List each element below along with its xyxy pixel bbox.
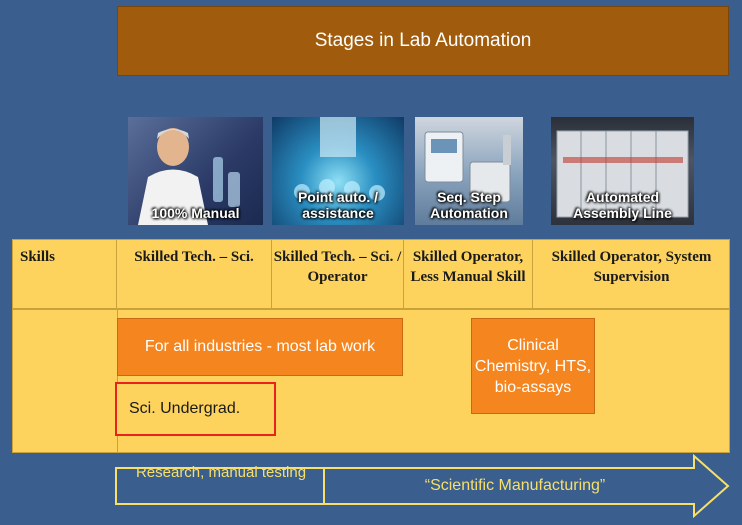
column-divider [117,310,118,452]
skills-cell: Skilled Operator, Less Manual Skill [404,240,533,308]
skills-row: Skills Skilled Tech. – Sci. Skilled Tech… [12,239,730,309]
page-title: Stages in Lab Automation [117,6,729,76]
progression-arrow [114,454,732,518]
pipette-tips-photo-icon [294,117,385,201]
instrument-photo-icon [424,131,511,203]
research-label: Research, manual testing [135,464,307,481]
stage-caption: Seq. Step Automation [430,189,508,221]
all-industries-box: For all industries - most lab work [117,318,403,376]
clinical-chemistry-box: Clinical Chemistry, HTS, bio-assays [471,318,595,414]
stage-caption: Automated Assembly Line [573,189,672,221]
skills-cell: Skilled Tech. – Sci. / Operator [272,240,404,308]
scientific-manufacturing-label: “Scientific Manufacturing” [424,477,606,494]
stage-caption: 100% Manual [151,205,240,221]
right-arrow-icon [115,454,730,518]
stage-image-point-auto: Point auto. / assistance [272,117,404,225]
skills-cell: Skilled Tech. – Sci. [117,240,272,308]
stage-image-manual: 100% Manual [128,117,263,225]
stage-image-assembly-line: Automated Assembly Line [551,117,694,225]
stage-caption: Point auto. / assistance [297,189,379,221]
assembly-line-photo-icon [556,130,689,218]
undergrad-box: Sci. Undergrad. [115,382,276,436]
skills-cell: Skilled Operator, System Supervision [551,249,712,285]
scientist-photo-icon [138,128,240,225]
stage-image-seq-step: Seq. Step Automation [415,117,523,225]
skills-header: Skills [13,240,117,308]
